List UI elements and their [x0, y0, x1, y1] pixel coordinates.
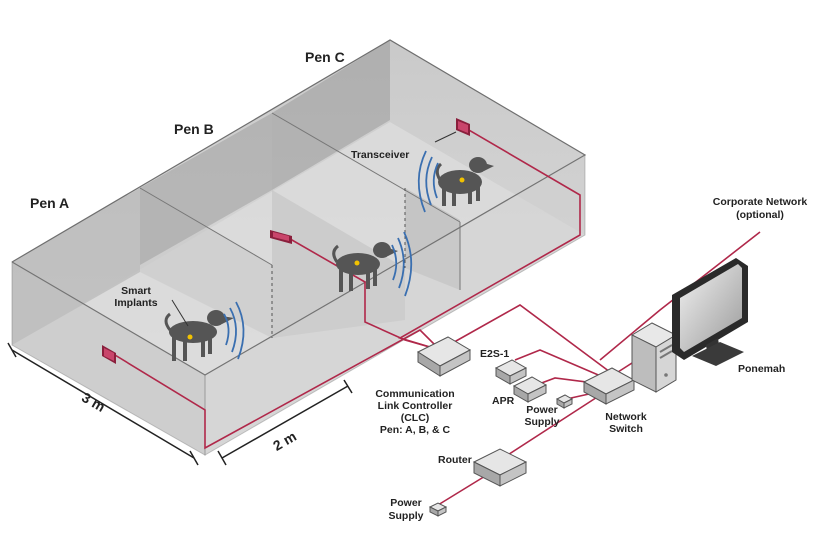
cable-pen-c [397, 125, 581, 351]
router-device [472, 448, 528, 487]
dimension-width-label: 2 m [270, 428, 299, 454]
clc-label-2: Link Controller [378, 400, 453, 412]
pen-b-label: Pen B [174, 121, 214, 137]
cable-switch-router [499, 391, 606, 461]
implant-pen-b [354, 260, 360, 266]
apr-device [512, 376, 548, 403]
transceiver-label: Transceiver [351, 149, 409, 161]
pen-a-back-wall [12, 188, 140, 345]
ponemah-label: Ponemah [738, 363, 785, 375]
divider-ab [139, 187, 273, 266]
power-supply-2-label-2: Supply [388, 510, 423, 522]
clc-label-1: Communication [375, 388, 454, 400]
leader-smart-implants [171, 299, 189, 327]
network-switch-device [582, 367, 636, 405]
signal-wave-pen-b [391, 231, 413, 297]
signal-wave-pen-a [223, 301, 245, 360]
apr-label: APR [492, 395, 515, 407]
cable-clc-switch [439, 304, 611, 373]
power-supply-1-device [555, 394, 574, 409]
clc-label-3: (CLC) [401, 412, 430, 424]
transceiver-pen-a [102, 345, 116, 364]
power-supply-2-device [428, 502, 448, 517]
network-switch-label-1: Network [605, 411, 647, 423]
cable-pen-a [109, 329, 441, 450]
power-supply-2-label-1: Power [390, 497, 422, 509]
router-label: Router [438, 454, 472, 466]
network-switch-label-2: Switch [609, 423, 643, 435]
corporate-network-label-1: Corporate Network [713, 196, 808, 208]
divider-bc [271, 112, 461, 223]
signal-wave-pen-c [417, 150, 439, 213]
e2s-device [494, 359, 528, 385]
power-supply-1-label-2: Supply [524, 416, 559, 428]
clc-label-4: Pen: A, B, & C [380, 424, 451, 436]
corporate-network-label-2: (optional) [736, 209, 784, 221]
dog-pen-c [435, 157, 494, 206]
dimension-width [217, 379, 353, 466]
transceiver-pen-c [456, 118, 470, 136]
e2s-label: E2S-1 [480, 348, 509, 360]
dimension-length [7, 342, 199, 466]
pen-c-label: Pen C [305, 49, 345, 65]
enclosure-top-rim [11, 39, 587, 376]
cable-e2s [514, 349, 611, 381]
smart-implants-label-1: Smart [121, 285, 151, 297]
power-supply-1-label-1: Power [526, 404, 558, 416]
monitor-icon [672, 258, 748, 366]
transceiver-pen-b [270, 230, 292, 244]
leader-transceiver [434, 131, 457, 143]
smart-implants-label-2: Implants [114, 297, 157, 309]
dog-pen-b [332, 242, 398, 292]
clc-device [416, 336, 472, 377]
pen-b-back-wall [140, 113, 272, 265]
pen-a-label: Pen A [30, 195, 69, 211]
implant-pen-c [459, 177, 465, 183]
pen-c-back-wall [272, 40, 390, 190]
implant-pen-a [187, 334, 193, 340]
computer-tower-icon [630, 322, 678, 393]
cable-corporate [599, 231, 761, 361]
